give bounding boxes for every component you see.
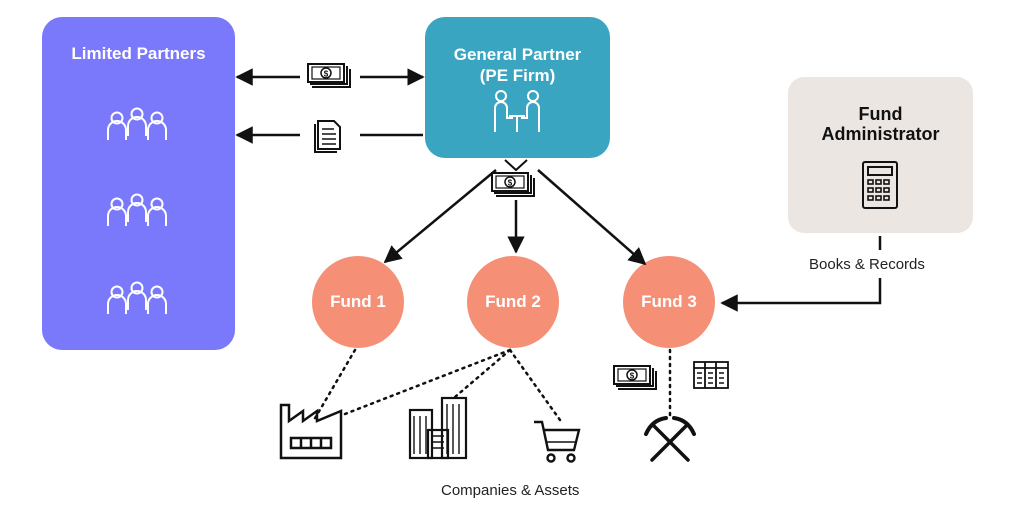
- fund-1-label: Fund 1: [330, 292, 386, 311]
- money-icon: [307, 63, 351, 88]
- admin-fund3-arrow: [722, 236, 882, 303]
- general-partner-title-line1: General Partner: [453, 45, 582, 64]
- books-records-label: Books & Records: [809, 256, 925, 273]
- fund-administrator-title-line1: Fund: [858, 104, 903, 124]
- fund-administrator-title-line2: Administrator: [821, 124, 940, 144]
- companies-assets-label: Companies & Assets: [441, 482, 580, 499]
- people-group-icon: [107, 193, 167, 227]
- limited-partners-box: Limited Partners: [42, 17, 235, 350]
- fund-2-label: Fund 2: [485, 292, 541, 311]
- general-partner-title: General Partner (PE Firm): [425, 44, 610, 86]
- limited-partners-title: Limited Partners: [71, 44, 206, 63]
- calculator-icon: [862, 161, 898, 209]
- asset-links: [312, 348, 672, 422]
- fund-2-circle: Fund 2: [467, 256, 559, 348]
- people-group-icon: [107, 281, 167, 315]
- ledger-icon: [693, 361, 729, 389]
- document-icon: [314, 120, 341, 153]
- general-partner-box: General Partner (PE Firm): [425, 17, 610, 158]
- gp-funds-junction: [504, 159, 528, 172]
- shopping-cart-icon: [534, 420, 581, 463]
- money-icon: [613, 365, 657, 390]
- buildings-icon: [408, 396, 468, 460]
- gp-fund1-arrow: [383, 169, 497, 264]
- meeting-icon: [494, 90, 540, 132]
- people-group-icon: [107, 107, 167, 141]
- general-partner-title-line2: (PE Firm): [479, 66, 556, 85]
- fund-3-circle: Fund 3: [623, 256, 715, 348]
- gp-fund3-arrow: [537, 169, 647, 266]
- fund-1-circle: Fund 1: [312, 256, 404, 348]
- fund-3-label: Fund 3: [641, 292, 697, 311]
- fund-administrator-title: Fund Administrator: [788, 104, 973, 144]
- factory-icon: [279, 403, 343, 460]
- money-icon: [491, 172, 535, 197]
- mining-icon: [644, 416, 696, 462]
